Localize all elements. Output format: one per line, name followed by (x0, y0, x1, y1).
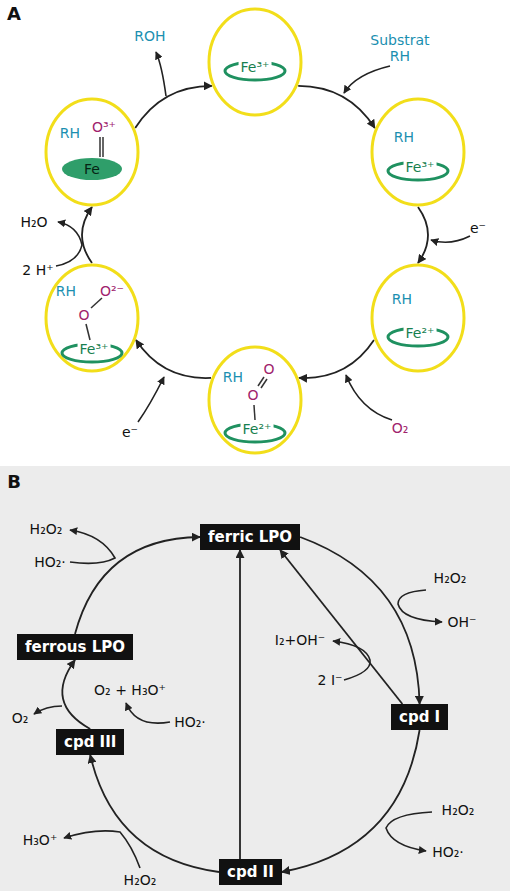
side-arrow (138, 377, 164, 422)
enzyme-state-box: ferrous LPO (17, 634, 133, 660)
state-text: O³⁺ (92, 119, 116, 135)
side-arrow (156, 52, 166, 96)
reactant-label: H₃O⁺ (23, 832, 58, 848)
cycle-arrow (298, 86, 375, 128)
state-text: RH (56, 283, 76, 299)
state-text: O (263, 361, 274, 377)
cycle-arrow (282, 730, 420, 872)
state-name: cpd III (64, 733, 116, 751)
enzyme-state-box: cpd I (391, 704, 448, 730)
state-text: RH (223, 369, 243, 385)
enzyme-state-circle: RH O³⁺ Fe (44, 97, 140, 207)
enzyme-state-box: ferric LPO (200, 524, 300, 550)
enzyme-state-box: cpd II (219, 859, 282, 885)
reactant-label: O₂ + H₃O⁺ (94, 682, 166, 698)
enzyme-state-circle: RH Fe³⁺ (370, 97, 466, 207)
reactant-label: H₂O₂ (434, 570, 467, 586)
cycle-arrow (90, 755, 219, 872)
cycle-arrow (299, 340, 374, 378)
state-text: RH (60, 125, 80, 141)
state-text: O²⁻ (100, 283, 124, 299)
reactant-label: 2 I⁻ (318, 672, 343, 688)
cycle-arrow (136, 340, 211, 378)
reactant-label: Substrat RH (367, 32, 433, 64)
state-name: ferric LPO (208, 528, 292, 546)
enzyme-state-circle: RHOOFe²⁺ (207, 345, 303, 455)
reactant-label: ROH (134, 28, 165, 44)
enzyme-state-circle: Fe³⁺ (207, 7, 303, 117)
state-text: Fe (84, 161, 100, 177)
side-arrow (70, 530, 115, 563)
state-text: Fe³⁺ (404, 159, 437, 175)
cycle-arrow (62, 660, 90, 729)
side-arrow (126, 703, 170, 723)
reactant-label: O₂ (392, 420, 409, 436)
side-arrow (34, 706, 62, 714)
reactant-label: HO₂· (432, 844, 464, 860)
state-name: cpd II (227, 863, 274, 881)
cycle-arrow (82, 207, 92, 263)
reactant-label: OH⁻ (448, 614, 477, 630)
state-name: cpd I (399, 708, 440, 726)
state-text: Fe²⁺ (404, 325, 437, 341)
state-text: O (78, 307, 89, 323)
panel-letter: A (7, 4, 21, 24)
cycle-arrow (280, 550, 402, 704)
reactant-label: e⁻ (122, 424, 138, 440)
enzyme-state-circle: RH Fe²⁺ (370, 263, 466, 373)
side-arrow (56, 222, 82, 266)
cycle-arrow (75, 537, 200, 634)
reactant-label: I₂+OH⁻ (275, 632, 325, 648)
enzyme-cell (370, 263, 466, 373)
side-arrow (346, 375, 392, 420)
enzyme-state-circle: RHO O²⁻ Fe³⁺ (44, 263, 140, 373)
cycle-arrow (239, 550, 241, 859)
enzyme-cell (370, 97, 466, 207)
reactant-label: HO₂· (174, 714, 206, 730)
panel-letter: B (7, 472, 21, 492)
state-text: Fe³⁺ (78, 341, 111, 357)
cycle-arrow (300, 537, 420, 704)
state-name: ferrous LPO (25, 638, 125, 656)
reactant-label: 2 H⁺ (22, 262, 53, 278)
reactant-label: O₂ (12, 710, 29, 726)
side-arrow (344, 66, 390, 93)
cycle-arrow (135, 86, 212, 128)
state-text: RH (394, 129, 414, 145)
side-arrow (398, 590, 442, 622)
reactant-label: e⁻ (470, 220, 486, 236)
side-arrow (431, 236, 470, 242)
enzyme-cell (44, 97, 140, 207)
state-text: Fe²⁺ (241, 421, 274, 437)
reactant-label: HO₂· (34, 554, 66, 570)
reactant-label: H₂O₂ (30, 521, 63, 537)
state-text: O (247, 387, 258, 403)
enzyme-state-box: cpd III (56, 729, 124, 755)
side-arrow (386, 812, 432, 851)
state-text: Fe³⁺ (239, 59, 272, 75)
state-text: RH (392, 291, 412, 307)
reactant-label: H₂O₂ (442, 802, 475, 818)
cycle-arrow (418, 207, 428, 263)
reactant-label: H₂O₂ (124, 872, 157, 888)
side-arrow (64, 831, 140, 868)
reactant-label: H₂O (20, 214, 47, 230)
